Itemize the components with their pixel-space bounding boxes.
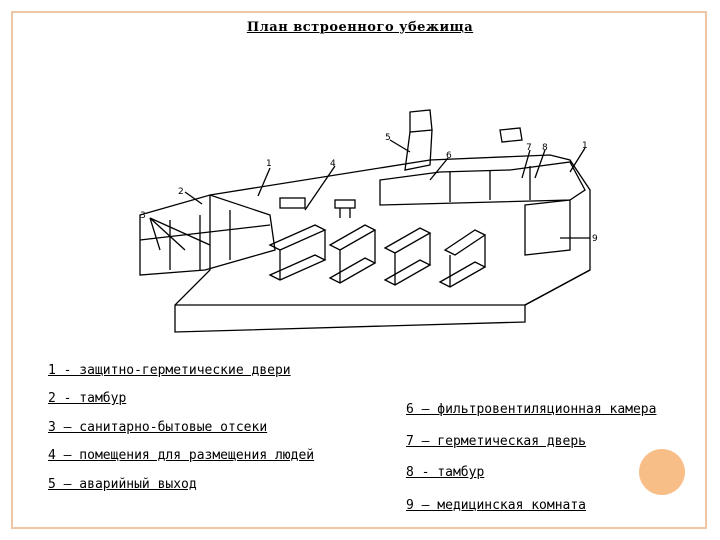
legend-item-3: 3 – санитарно-бытовые отсеки bbox=[48, 420, 268, 435]
page-title: План встроенного убежища bbox=[246, 20, 474, 35]
legend-item-9: 9 – медицинская комната bbox=[406, 498, 587, 513]
diagram-label: 6 bbox=[446, 151, 452, 161]
legend-item-8: 8 - тамбур bbox=[406, 465, 485, 480]
legend-item-4: 4 – помещения для размещения людей bbox=[48, 448, 315, 463]
diagram-label: 2 bbox=[178, 187, 184, 197]
diagram-label: 9 bbox=[592, 234, 598, 244]
legend-item-2: 2 - тамбур bbox=[48, 391, 127, 406]
bench-group-1 bbox=[268, 224, 327, 281]
bench-group-3 bbox=[383, 227, 432, 286]
decorative-circle bbox=[639, 449, 685, 495]
filter-room bbox=[379, 161, 586, 206]
slide-frame bbox=[11, 11, 707, 529]
shelter-plan-diagram: 1 2 3 4 5 6 7 8 1 9 bbox=[139, 109, 598, 333]
sanitary-block bbox=[139, 194, 276, 276]
legend-item-6: 6 – фильтровентиляционная камера bbox=[406, 402, 657, 417]
legend-item-1: 1 - защитно-герметические двери bbox=[48, 363, 291, 378]
legend-item-5: 5 – аварийный выход bbox=[48, 477, 197, 492]
diagram-label: 3 bbox=[140, 211, 146, 221]
diagram-label: 8 bbox=[542, 143, 548, 153]
bench-group-2 bbox=[328, 224, 377, 284]
diagram-label: 7 bbox=[526, 143, 532, 153]
legend-item-7: 7 – герметическая дверь bbox=[406, 434, 587, 449]
diagram-label: 1 bbox=[266, 159, 272, 169]
diagram-label: 5 bbox=[385, 133, 391, 143]
diagram-label: 1 bbox=[582, 141, 588, 151]
bench-group-4 bbox=[438, 229, 487, 288]
diagram-label: 4 bbox=[330, 159, 336, 169]
emergency-exit-shaft bbox=[409, 109, 433, 133]
